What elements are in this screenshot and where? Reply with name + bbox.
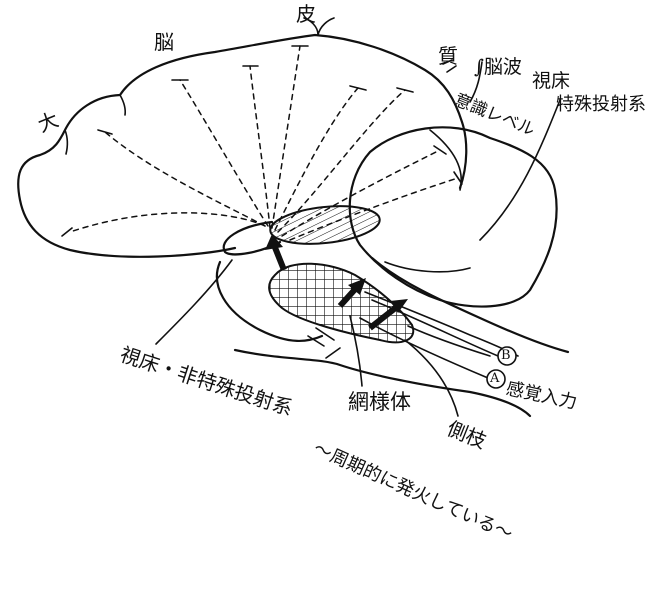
sulcus-2 bbox=[64, 129, 69, 155]
sulcus-1 bbox=[119, 94, 127, 116]
leader-specific bbox=[479, 99, 561, 241]
pathway-a bbox=[359, 317, 489, 379]
label-cortex-3: 皮 bbox=[296, 2, 316, 26]
brainstem-upper bbox=[370, 256, 570, 354]
label-brainwave: ∫脳波 bbox=[474, 56, 522, 78]
pathway-b bbox=[371, 299, 499, 357]
label-cortex-2: 脳 bbox=[154, 30, 174, 54]
temporal-outline bbox=[215, 260, 324, 343]
brainstem-inner bbox=[407, 325, 491, 357]
sulcus-top bbox=[303, 17, 335, 36]
collateral-ticks bbox=[307, 327, 341, 359]
activation-arrows bbox=[265, 234, 408, 331]
thalamus-shape bbox=[269, 205, 381, 245]
label-node-a: A bbox=[490, 371, 500, 386]
top-marks bbox=[442, 59, 457, 73]
leader-collateral bbox=[404, 339, 459, 417]
cortical-projections bbox=[61, 45, 463, 241]
label-reticular: 網様体 bbox=[348, 390, 411, 414]
node-b bbox=[497, 346, 517, 366]
leader-nonspecific bbox=[155, 259, 233, 345]
cerebellum-fold-1 bbox=[429, 129, 462, 191]
label-specific-projection: 特殊投射系 bbox=[556, 94, 646, 115]
label-node-b: B bbox=[501, 348, 511, 363]
brainstem-lower bbox=[233, 348, 532, 418]
leader-brainwave bbox=[469, 61, 483, 103]
cerebellum-outline bbox=[348, 126, 558, 308]
cerebellum-fold-2 bbox=[384, 261, 471, 273]
node-a bbox=[486, 369, 506, 389]
cerebrum-outline bbox=[17, 33, 468, 258]
leader-reticular bbox=[349, 315, 363, 387]
label-cortex-4: 質 bbox=[438, 44, 458, 68]
thalamus-extension bbox=[222, 220, 282, 256]
label-thalamus: 視床 bbox=[532, 70, 571, 92]
